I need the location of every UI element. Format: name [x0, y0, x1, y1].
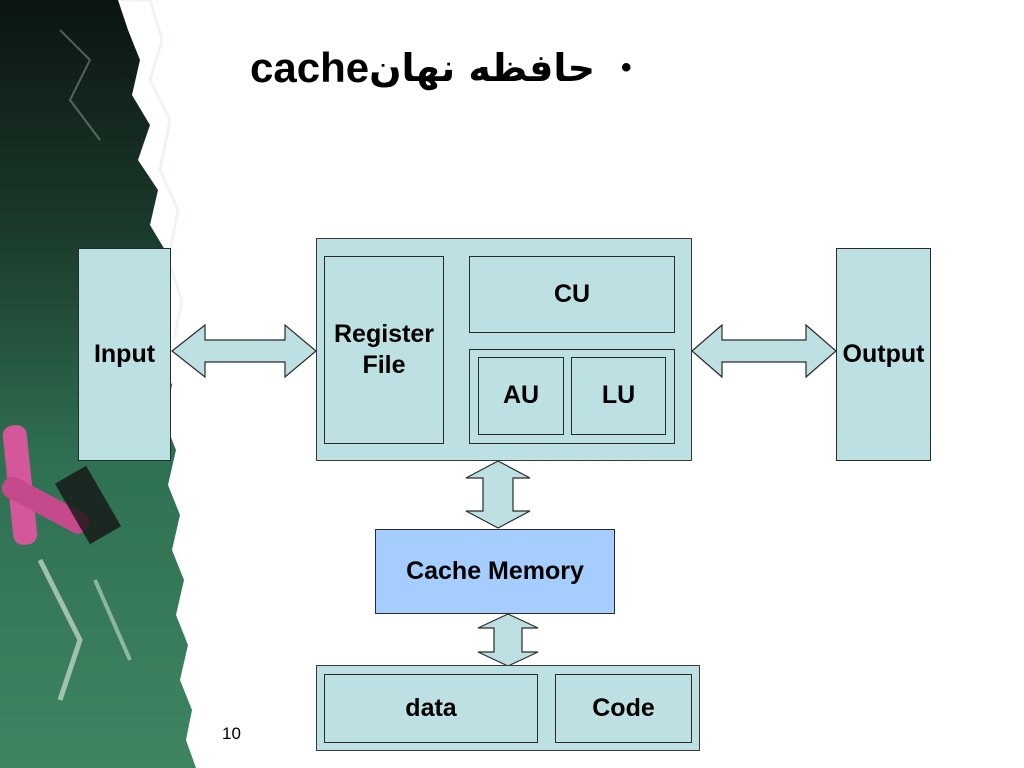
output-box: Output	[836, 248, 931, 461]
cache-memory-arrow	[477, 613, 539, 667]
title-bullet: •	[620, 51, 632, 84]
pink-chalk-icon	[1, 425, 122, 545]
au-label: AU	[502, 381, 540, 410]
register-file-box: Register File	[324, 256, 444, 444]
code-box: Code	[555, 674, 692, 743]
code-label: Code	[592, 693, 655, 722]
output-label: Output	[842, 339, 925, 368]
input-box: Input	[78, 248, 171, 461]
slide-title: cache حافظه نهان •	[250, 38, 670, 98]
cu-label: CU	[553, 279, 591, 308]
cache-memory-label: Cache Memory	[406, 556, 584, 585]
lu-label: LU	[601, 381, 636, 410]
title-latin: cache	[250, 44, 370, 91]
cpu-cache-arrow	[465, 460, 531, 529]
register-file-label: Register File	[334, 319, 435, 379]
title-persian: حافظه نهان	[369, 46, 595, 90]
au-box: AU	[478, 357, 564, 435]
input-label: Input	[93, 339, 156, 368]
cache-memory-box: Cache Memory	[375, 529, 615, 614]
data-label: data	[405, 693, 457, 722]
data-box: data	[324, 674, 538, 743]
lu-box: LU	[571, 357, 666, 435]
input-cpu-arrow	[171, 323, 317, 379]
cpu-output-arrow	[691, 323, 837, 379]
cu-box: CU	[469, 256, 675, 333]
page-number: 10	[222, 724, 241, 743]
